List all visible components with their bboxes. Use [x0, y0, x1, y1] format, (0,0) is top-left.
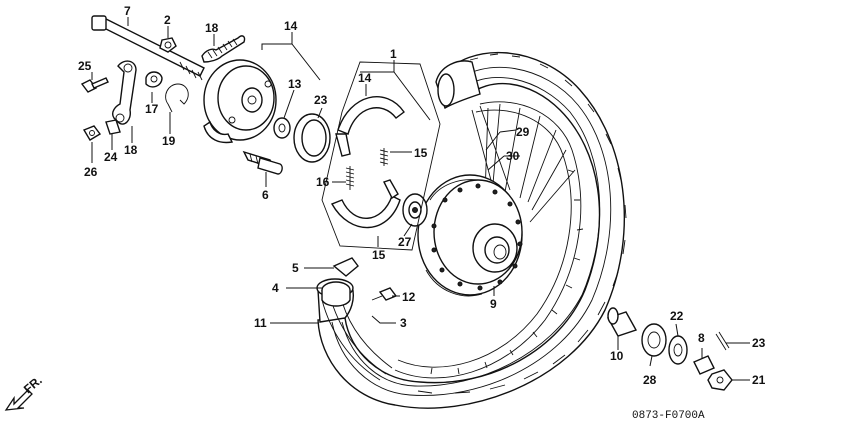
callout-30: 30 [506, 149, 520, 163]
nut-26 [82, 125, 102, 141]
seal-23 [293, 113, 331, 163]
nut-2 [159, 37, 177, 53]
callout-25: 24 [104, 150, 118, 164]
hub [417, 174, 523, 297]
cotter-pin-24 [715, 331, 730, 351]
figure-code: 0873-F0700A [632, 410, 705, 422]
callout-16-right: 15 [414, 146, 428, 160]
brake-cam-6 [242, 150, 283, 175]
front-direction-indicator: FR. [4, 373, 45, 411]
callout-23: 23 [314, 93, 328, 107]
callout-labels: 7 2 18 14 1 25 14 13 23 17 29 18 19 15 3… [78, 4, 766, 387]
washer-13 [273, 117, 291, 139]
callout-8: 8 [698, 331, 705, 345]
callout-26: 26 [84, 165, 98, 179]
callout-17: 17 [145, 102, 159, 116]
bolt-25 [105, 119, 121, 135]
callout-2: 2 [164, 13, 171, 27]
callout-14: 14 [284, 19, 298, 33]
callout-28-left: 27 [398, 235, 412, 249]
callout-28-right: 28 [643, 373, 657, 387]
callout-15-upper: 14 [358, 71, 372, 85]
spacer-10 [606, 307, 638, 337]
brake-panel-14 [203, 59, 277, 144]
bearing-left [402, 193, 428, 227]
seal-22 [668, 335, 688, 365]
speedometer-gear [321, 257, 359, 307]
clip-19 [165, 83, 189, 113]
callout-27: 25 [78, 59, 92, 73]
callout-24: 23 [752, 336, 766, 350]
axle [91, 15, 205, 81]
callout-10: 10 [610, 349, 624, 363]
callout-4: 4 [272, 281, 279, 295]
tire [317, 51, 627, 409]
callout-20: 18 [205, 21, 219, 35]
leader-lines [91, 17, 750, 381]
callout-5: 5 [292, 261, 299, 275]
callout-9: 9 [490, 297, 497, 311]
callout-7: 7 [124, 4, 131, 18]
callout-3: 3 [400, 316, 407, 330]
callout-19: 19 [162, 134, 176, 148]
callout-12: 12 [402, 290, 416, 304]
spokes [471, 103, 576, 223]
bolt-27 [80, 77, 109, 93]
callout-18: 18 [124, 143, 138, 157]
washer-17 [145, 71, 163, 88]
collar-8 [693, 355, 715, 375]
axle-nut-21 [707, 369, 733, 391]
callout-16-left: 16 [316, 175, 330, 189]
callout-29: 29 [516, 125, 530, 139]
brake-arm-18 [111, 60, 137, 125]
bolt-12 [371, 287, 398, 301]
callout-13: 13 [288, 77, 302, 91]
brake-shoe-assembly [321, 61, 441, 251]
bearing-right [641, 323, 667, 357]
callout-1: 1 [390, 47, 397, 61]
callout-22: 22 [670, 309, 684, 323]
callout-6: 6 [262, 188, 269, 202]
callout-15-lower: 15 [372, 248, 386, 262]
callout-11: 11 [254, 316, 267, 330]
spring-20 [201, 35, 246, 63]
callout-21: 21 [752, 373, 766, 387]
